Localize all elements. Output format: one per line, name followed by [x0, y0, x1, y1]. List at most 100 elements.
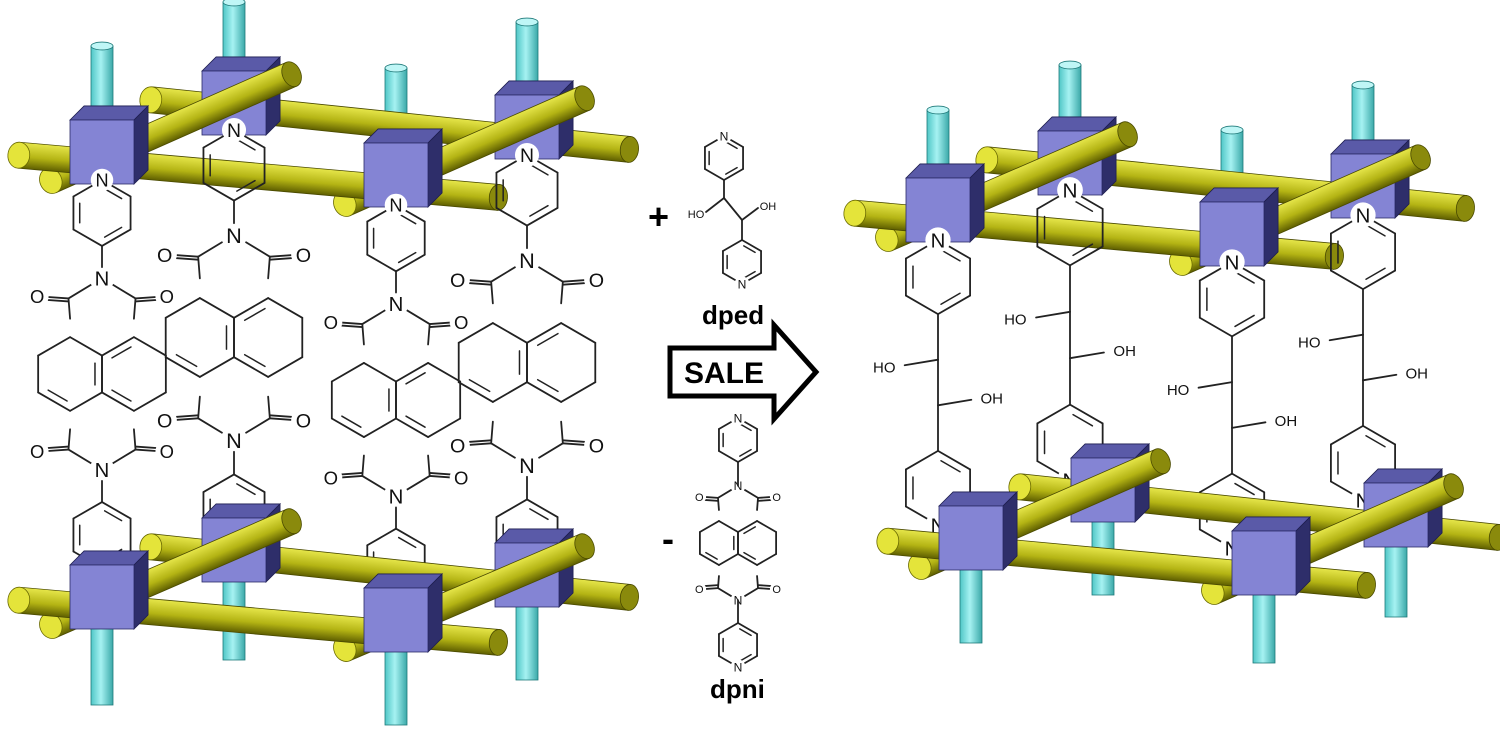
atom-label: O [454, 312, 468, 333]
atom-label: OH [980, 390, 1003, 407]
node-side [1003, 492, 1017, 570]
atom-label: O [324, 312, 338, 333]
dpni-linker: NNOONOON [26, 169, 179, 579]
atom-label: N [389, 487, 404, 509]
atom-label: O [695, 584, 704, 596]
bond [364, 419, 396, 438]
bond [700, 521, 719, 532]
bond [493, 323, 527, 343]
atom-label: O [772, 492, 781, 504]
bond [493, 382, 527, 402]
metal-node [1232, 517, 1310, 595]
bond [724, 198, 742, 220]
bond [38, 392, 70, 410]
metal-node [364, 574, 442, 652]
atom-label: N [1063, 179, 1078, 202]
node-front [1232, 531, 1296, 595]
atom-label: HO [1167, 382, 1190, 399]
bond [367, 255, 396, 272]
bond [905, 360, 938, 366]
bond [1232, 318, 1264, 337]
naphthalene-diimide: OONOON [692, 478, 783, 607]
node-front [364, 588, 428, 652]
left-framework-pillared-paddlewheel: NNOONOONNNOONOONNNOONOONNNOONOON [7, 0, 640, 725]
pyridine-ring: N [719, 623, 757, 675]
naphthalene-diimide: OONOON [319, 291, 472, 509]
bond [906, 451, 938, 470]
dped-structure: NNHOOH [688, 128, 777, 291]
dped-label: dped [702, 300, 764, 331]
bond [367, 529, 396, 546]
atom-label: HO [873, 360, 896, 377]
atom-label: N [227, 120, 241, 142]
bond [396, 529, 425, 546]
bond [364, 363, 396, 382]
dpni-linker: NNOONOON [445, 143, 608, 582]
bond [561, 323, 595, 343]
atom-label: O [30, 441, 44, 462]
atom-label: O [450, 270, 465, 292]
bond [396, 419, 428, 438]
bond [166, 357, 200, 377]
reaction-center: NNHOOHSALENNOONOON [670, 128, 816, 674]
pillar-top [927, 106, 949, 114]
pyridine-ring: N [705, 128, 743, 180]
bond [742, 208, 758, 220]
pyridine-ring: N [719, 410, 757, 462]
bond [102, 229, 131, 245]
bond [73, 502, 102, 518]
plus-sign: + [648, 196, 669, 238]
atom-label: N [1225, 251, 1240, 274]
atom-label: O [30, 286, 44, 307]
bond [719, 451, 738, 462]
bond [1037, 405, 1070, 424]
atom-label: O [324, 467, 338, 488]
node-front [70, 565, 134, 629]
bond [1036, 312, 1070, 318]
bond [738, 554, 757, 565]
bond [527, 323, 561, 343]
bond [938, 451, 970, 470]
bond [757, 521, 776, 532]
bond [70, 337, 102, 355]
bond [200, 298, 234, 318]
bond [134, 392, 166, 410]
bond [738, 521, 757, 532]
dpni-label: dpni [710, 674, 765, 705]
bond [718, 498, 719, 510]
minus-sign: - [662, 518, 674, 560]
bond [700, 554, 719, 565]
bond [738, 623, 757, 634]
node-side [970, 164, 984, 242]
bond [527, 382, 561, 402]
atom-label: N [95, 171, 108, 191]
bond [1199, 382, 1232, 388]
atom-label: OH [1405, 365, 1428, 382]
atom-label: OH [760, 201, 777, 213]
bond [70, 392, 102, 410]
bond [234, 474, 265, 492]
pillar-top [223, 0, 245, 6]
node-side [1264, 188, 1278, 266]
sale-arrow: SALE [670, 325, 816, 419]
bond [719, 623, 738, 634]
metal-node [364, 129, 442, 207]
right-framework-after-sale: NNHOOHNNHOOHNNHOOHNNHOOH [843, 61, 1500, 663]
bond [200, 357, 234, 377]
bond [724, 169, 743, 180]
node-side [428, 574, 442, 652]
metal-node [70, 551, 148, 629]
bond [1363, 375, 1396, 381]
atom-label: N [95, 268, 110, 290]
atom-label: N [520, 145, 534, 167]
bond [102, 337, 134, 355]
atom-label: N [720, 129, 729, 143]
bond [1331, 426, 1363, 445]
pillar-top [385, 64, 407, 72]
atom-label: N [519, 248, 535, 273]
bond [705, 169, 724, 180]
bond [203, 474, 234, 492]
metal-node [939, 492, 1017, 570]
atom-label: N [519, 453, 535, 478]
